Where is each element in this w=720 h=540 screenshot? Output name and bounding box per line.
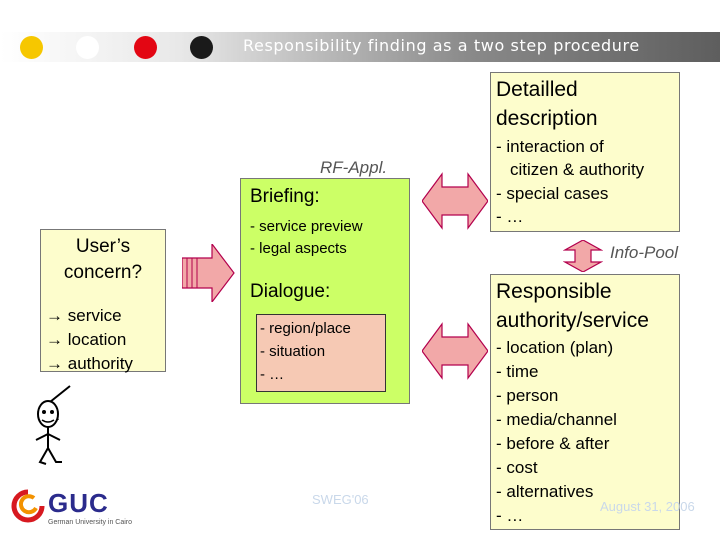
users-concern-title-line2: concern? bbox=[63, 262, 143, 283]
header-dot-white bbox=[76, 36, 99, 59]
right-arrow-icon: → bbox=[46, 354, 63, 373]
authority-item-6: - cost bbox=[496, 458, 538, 477]
guc-logo-subtitle: German University in Cairo bbox=[48, 519, 133, 526]
guc-logo-text: GUC bbox=[48, 488, 109, 518]
authority-item-2: - time bbox=[496, 362, 539, 381]
date-label: August 31, 2006 bbox=[600, 499, 695, 514]
detail-item-1: - interaction of bbox=[496, 137, 604, 156]
authority-item-7: - alternatives bbox=[496, 482, 594, 501]
responsible-authority-box bbox=[490, 274, 680, 530]
info-pool-label: Info-Pool bbox=[610, 243, 679, 262]
detailled-description-box bbox=[490, 72, 680, 232]
concern-item-authority: → authority bbox=[46, 354, 133, 373]
authority-item-3: - person bbox=[496, 386, 559, 405]
authority-item-8: - … bbox=[496, 506, 524, 525]
users-concern-box bbox=[40, 229, 166, 372]
briefing-item-2: - legal aspects bbox=[250, 240, 347, 257]
detail-item-4: - … bbox=[496, 207, 524, 226]
dialogue-item-2: - situation bbox=[260, 343, 326, 360]
header-dot-red bbox=[134, 36, 157, 59]
guc-logo-icon bbox=[11, 489, 45, 523]
slide-title: Responsibility finding as a two step pro… bbox=[243, 36, 640, 55]
briefing-title: Briefing: bbox=[250, 186, 320, 207]
detail-item-2: citizen & authority bbox=[510, 160, 645, 179]
stick-figure-icon bbox=[35, 385, 71, 465]
authority-item-4: - media/channel bbox=[496, 410, 617, 429]
detail-title-line2: description bbox=[496, 107, 598, 130]
users-concern-title-line1: User’s bbox=[75, 236, 131, 257]
right-arrow-icon: → bbox=[46, 306, 63, 325]
dialogue-item-3: - … bbox=[260, 366, 285, 383]
right-arrow-icon: → bbox=[46, 330, 63, 349]
double-arrow-briefing-icon bbox=[422, 172, 488, 230]
dialogue-box bbox=[256, 314, 386, 392]
header-dot-yellow bbox=[20, 36, 43, 59]
authority-title-line1: Responsible bbox=[496, 280, 612, 303]
authority-title-line2: authority/service bbox=[496, 309, 649, 332]
rf-appl-label: RF-Appl. bbox=[320, 158, 388, 177]
concern-item-service: → service bbox=[46, 306, 122, 325]
dialogue-item-1: - region/place bbox=[260, 320, 351, 337]
authority-item-1: - location (plan) bbox=[496, 338, 614, 357]
double-arrow-vertical-icon bbox=[563, 240, 603, 272]
double-arrow-dialogue-icon bbox=[422, 322, 488, 380]
authority-item-5: - before & after bbox=[496, 434, 610, 453]
header-dot-black bbox=[190, 36, 213, 59]
detail-title-line1: Detailled bbox=[496, 78, 578, 101]
header-bar bbox=[0, 32, 720, 62]
concern-item-location: → location bbox=[46, 330, 127, 349]
conference-label: SWEG'06 bbox=[312, 492, 369, 507]
dialogue-title: Dialogue: bbox=[250, 281, 331, 302]
block-arrow-right-icon bbox=[182, 244, 235, 302]
detail-item-3: - special cases bbox=[496, 184, 609, 203]
briefing-item-1: - service preview bbox=[250, 218, 363, 235]
